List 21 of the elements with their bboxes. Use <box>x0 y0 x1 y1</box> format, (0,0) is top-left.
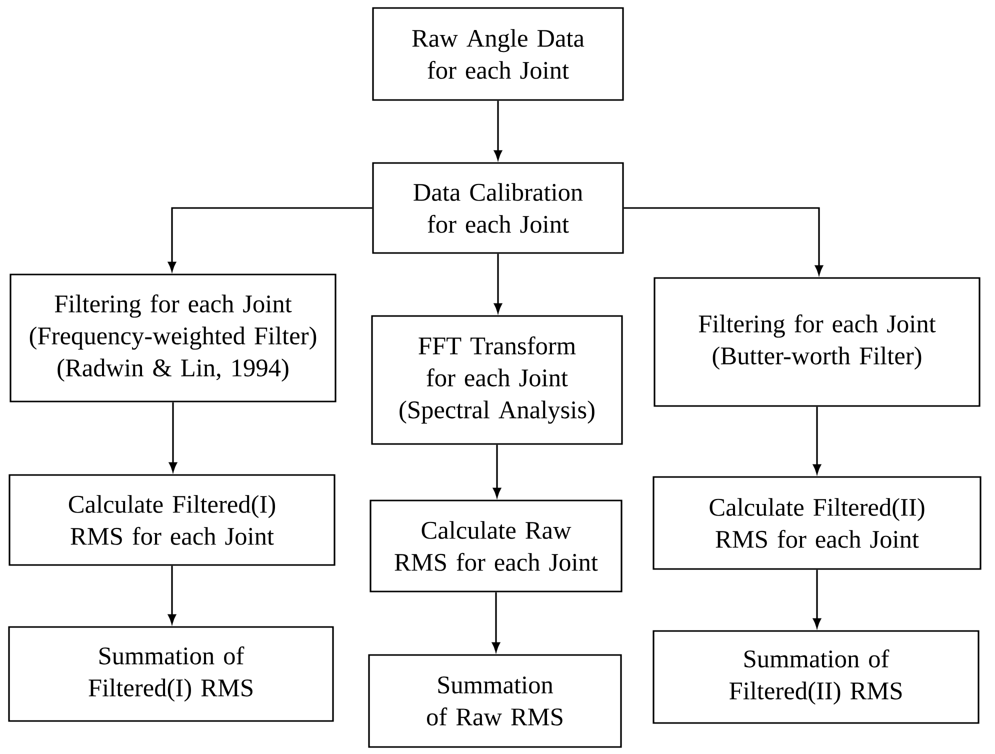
process-box: Filtering for each Joint (Frequency-weighted Filter) (Radwin & Lin, 1994) <box>10 274 336 402</box>
process-box: Summation of Raw RMS <box>368 654 622 748</box>
arrow <box>494 254 502 313</box>
arrow <box>168 207 372 272</box>
process-box: Calculate Filtered(II) RMS for each Joint <box>652 476 982 570</box>
process-box: Raw Angle Data for each Joint <box>372 7 624 101</box>
arrow <box>492 444 502 498</box>
process-box: Data Calibration for each Joint <box>372 162 624 254</box>
arrow <box>494 100 502 160</box>
arrow <box>624 207 824 275</box>
process-box: Filtering for each Joint (Butter-worth Filter) <box>654 277 980 407</box>
arrow <box>168 402 178 472</box>
process-box: FFT Transform for each Joint (Spectral Analysis) <box>371 315 623 445</box>
process-box: Summation of Filtered(I) RMS <box>8 626 334 722</box>
arrow <box>812 406 822 474</box>
process-box: Calculate Filtered(I) RMS for each Joint <box>8 474 336 566</box>
arrow <box>492 592 500 652</box>
arrow <box>812 570 822 628</box>
process-box: Summation of Filtered(II) RMS <box>652 630 980 724</box>
arrow <box>168 566 176 624</box>
process-box: Calculate Raw RMS for each Joint <box>370 500 622 592</box>
